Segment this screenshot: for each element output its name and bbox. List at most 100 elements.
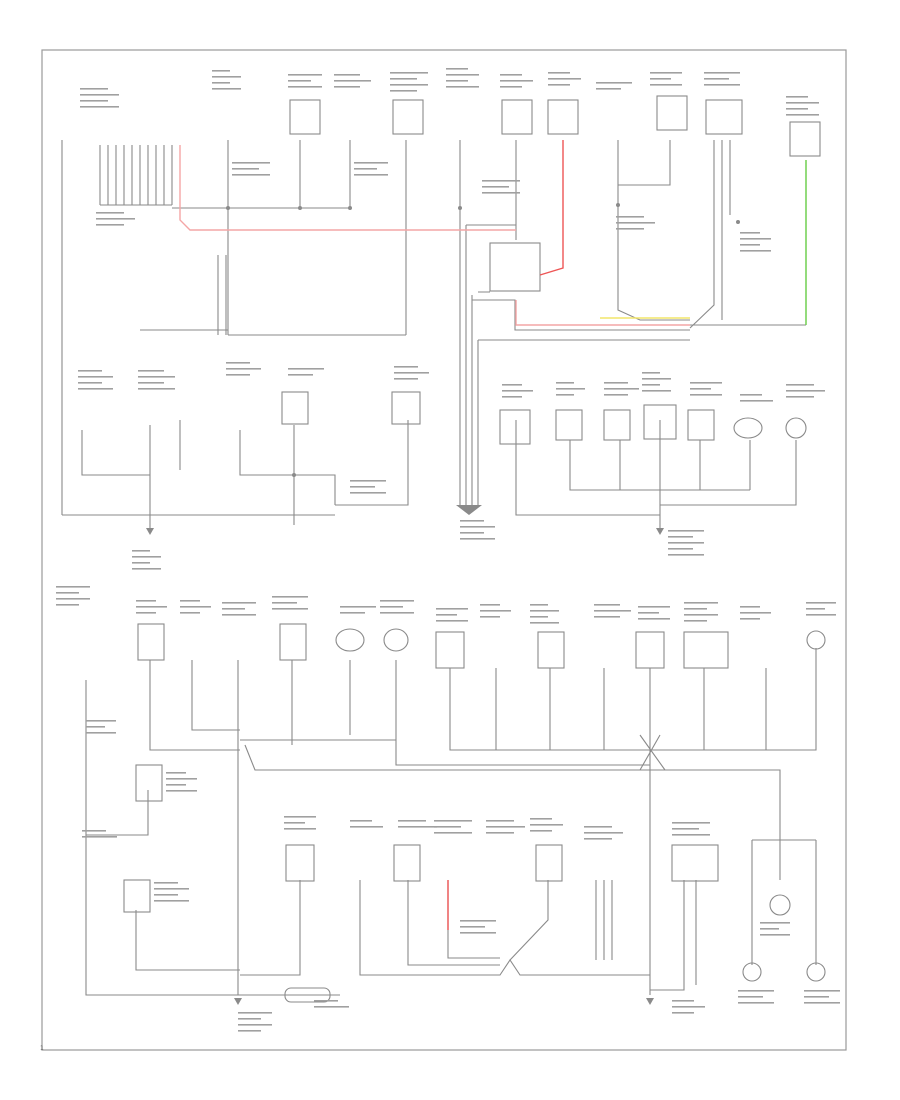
label-mark (80, 94, 119, 96)
label-mark (78, 370, 102, 372)
label-mark (642, 378, 671, 380)
label-mark (556, 394, 574, 396)
label-mark (380, 612, 414, 614)
label-mark (786, 108, 808, 110)
label-mark (650, 78, 671, 80)
label-mark (232, 168, 259, 170)
label-mark (460, 520, 484, 522)
label-mark (222, 608, 245, 610)
label-mark (394, 366, 418, 368)
label-mark (486, 826, 525, 828)
wire (617, 140, 690, 321)
label-mark (740, 400, 773, 402)
label-mark (96, 212, 124, 214)
label-mark (500, 80, 533, 82)
wire (407, 880, 697, 991)
component-box (687, 409, 715, 441)
wire (751, 839, 817, 965)
wire (618, 140, 671, 186)
splice-dot (736, 220, 740, 224)
label-mark (642, 384, 660, 386)
ground-symbol (146, 528, 154, 535)
wire (472, 291, 690, 331)
label-mark (806, 614, 836, 616)
label-mark (390, 72, 428, 74)
label-mark (806, 608, 825, 610)
label-mark (272, 602, 297, 604)
label-mark (166, 772, 186, 774)
label-mark (390, 90, 417, 92)
label-mark (436, 614, 457, 616)
component-box (683, 631, 729, 669)
label-mark (740, 250, 771, 252)
label-mark (86, 732, 116, 734)
label-mark (394, 372, 429, 374)
label-mark (136, 606, 167, 608)
label-mark (436, 620, 468, 622)
label-mark (530, 818, 552, 820)
label-mark (672, 822, 710, 824)
wire (217, 255, 227, 335)
label-mark (340, 612, 365, 614)
label-mark (238, 1030, 261, 1032)
splice-dot (348, 206, 352, 210)
label-mark (434, 832, 472, 834)
label-mark (398, 826, 437, 828)
label-mark (180, 612, 200, 614)
label-mark (132, 562, 150, 564)
pink-wire (179, 145, 516, 231)
label-mark (154, 882, 178, 884)
label-mark (684, 614, 718, 616)
label-mark (672, 828, 699, 830)
label-mark (86, 720, 116, 722)
lamp (383, 628, 409, 652)
label-mark (460, 532, 484, 534)
splice-dot (226, 206, 230, 210)
label-mark (500, 86, 522, 88)
label-mark (740, 618, 760, 620)
label-mark (78, 388, 113, 390)
label-mark (238, 1024, 272, 1026)
label-mark (556, 388, 585, 390)
label-mark (284, 822, 305, 824)
component-box (285, 844, 315, 882)
lamp (335, 628, 365, 652)
wire (689, 140, 731, 329)
label-mark (238, 1012, 272, 1014)
splice-dot (616, 203, 620, 207)
lamp (733, 417, 763, 439)
label-mark (530, 616, 548, 618)
label-mark (642, 390, 671, 392)
label-mark (96, 218, 135, 220)
label-mark (740, 238, 771, 240)
label-mark (804, 1002, 840, 1004)
label-mark (594, 610, 631, 612)
component-box (499, 409, 531, 445)
label-mark (390, 78, 417, 80)
lamp (806, 962, 826, 982)
wire (140, 329, 406, 336)
label-mark (460, 926, 485, 928)
ground-symbol (646, 998, 654, 1005)
component-box (435, 631, 465, 669)
label-mark (786, 102, 819, 104)
label-mark (594, 604, 620, 606)
label-mark (132, 550, 150, 552)
label-mark (480, 616, 500, 618)
component-box (391, 391, 421, 425)
label-mark (786, 114, 819, 116)
label-mark (650, 72, 682, 74)
label-mark (434, 826, 461, 828)
label-mark (530, 622, 559, 624)
splice-dot (458, 206, 462, 210)
label-mark (380, 600, 414, 602)
splice-dot (292, 473, 296, 477)
component-box (123, 879, 151, 913)
ground-junctions (146, 203, 740, 1005)
lamp (769, 894, 791, 916)
label-mark (354, 162, 388, 164)
label-mark (80, 106, 119, 108)
wire (62, 420, 181, 530)
label-mark (596, 88, 621, 90)
label-mark (138, 388, 175, 390)
